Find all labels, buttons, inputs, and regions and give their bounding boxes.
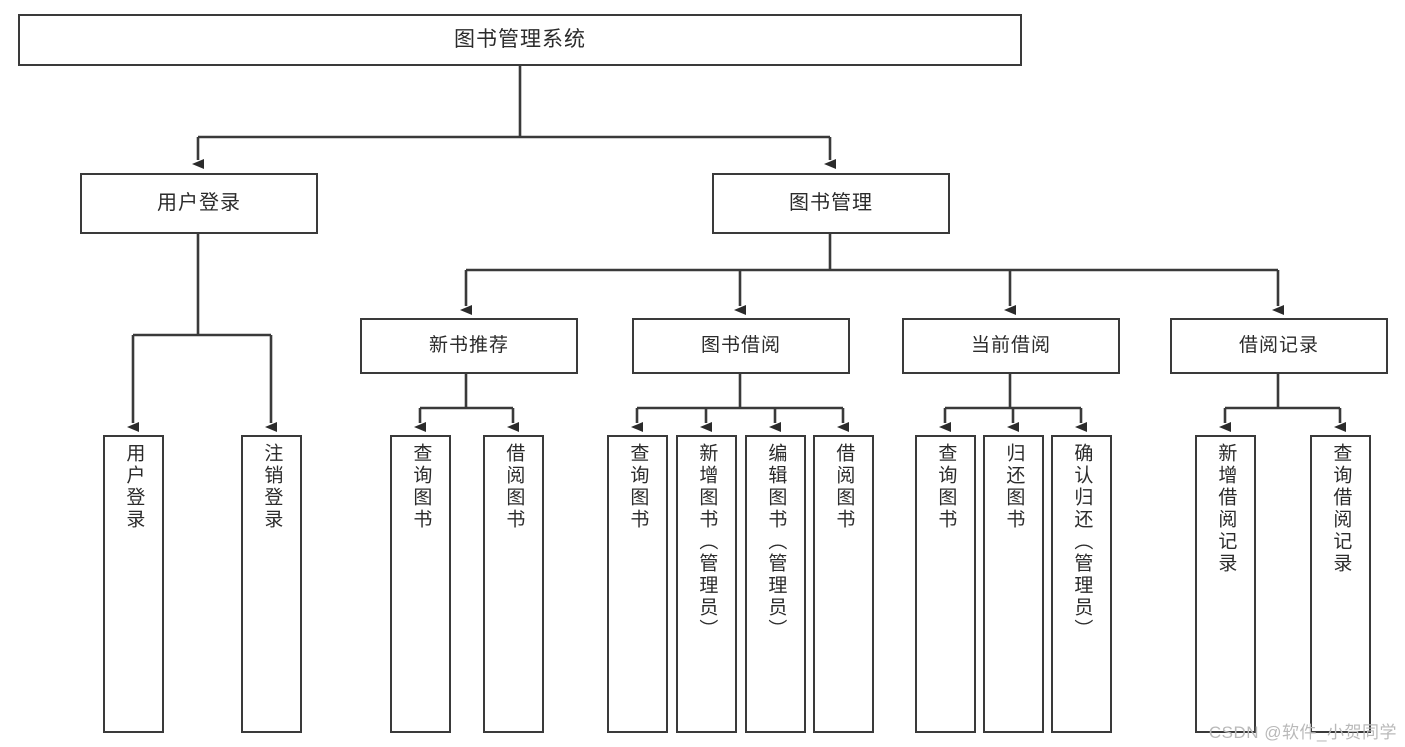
leaf-query-book-current-label: 查询图书 bbox=[935, 443, 957, 531]
node-book-management-label: 图书管理 bbox=[789, 192, 873, 214]
leaf-add-borrow-record[interactable]: 新增借阅记录 bbox=[1195, 435, 1256, 733]
leaf-add-book-admin-label: 新增图书（管理员） bbox=[696, 443, 718, 641]
node-new-book-recommend[interactable]: 新书推荐 bbox=[360, 318, 578, 374]
leaf-logout[interactable]: 注销登录 bbox=[241, 435, 302, 733]
leaf-query-book-borrow[interactable]: 查询图书 bbox=[607, 435, 668, 733]
node-user-login[interactable]: 用户登录 bbox=[80, 173, 318, 234]
leaf-query-borrow-record-label: 查询借阅记录 bbox=[1330, 443, 1352, 575]
leaf-query-book-recommend[interactable]: 查询图书 bbox=[390, 435, 451, 733]
leaf-query-book-recommend-label: 查询图书 bbox=[410, 443, 432, 531]
leaf-user-login[interactable]: 用户登录 bbox=[103, 435, 164, 733]
node-root[interactable]: 图书管理系统 bbox=[18, 14, 1022, 66]
node-borrow-record-label: 借阅记录 bbox=[1238, 335, 1319, 357]
leaf-query-book-borrow-label: 查询图书 bbox=[627, 443, 649, 531]
leaf-confirm-return-admin[interactable]: 确认归还（管理员） bbox=[1051, 435, 1112, 733]
node-current-borrow-label: 当前借阅 bbox=[970, 335, 1051, 357]
leaf-add-book-admin[interactable]: 新增图书（管理员） bbox=[676, 435, 737, 733]
node-new-book-recommend-label: 新书推荐 bbox=[428, 335, 509, 357]
leaf-logout-label: 注销登录 bbox=[261, 443, 283, 531]
node-book-management[interactable]: 图书管理 bbox=[712, 173, 950, 234]
node-user-login-label: 用户登录 bbox=[157, 192, 241, 214]
node-book-borrow[interactable]: 图书借阅 bbox=[632, 318, 850, 374]
watermark: CSDN @软件_小贺同学 bbox=[1208, 723, 1397, 742]
leaf-query-borrow-record[interactable]: 查询借阅记录 bbox=[1310, 435, 1371, 733]
node-root-label: 图书管理系统 bbox=[454, 27, 586, 51]
leaf-return-book[interactable]: 归还图书 bbox=[983, 435, 1044, 733]
leaf-edit-book-admin-label: 编辑图书（管理员） bbox=[765, 443, 787, 641]
leaf-add-borrow-record-label: 新增借阅记录 bbox=[1215, 443, 1237, 575]
leaf-borrow-book-recommend[interactable]: 借阅图书 bbox=[483, 435, 544, 733]
leaf-query-book-current[interactable]: 查询图书 bbox=[915, 435, 976, 733]
leaf-borrow-book-recommend-label: 借阅图书 bbox=[503, 443, 525, 531]
leaf-borrow-book-label: 借阅图书 bbox=[833, 443, 855, 531]
node-book-borrow-label: 图书借阅 bbox=[700, 335, 781, 357]
leaf-edit-book-admin[interactable]: 编辑图书（管理员） bbox=[745, 435, 806, 733]
node-current-borrow[interactable]: 当前借阅 bbox=[902, 318, 1120, 374]
leaf-borrow-book[interactable]: 借阅图书 bbox=[813, 435, 874, 733]
leaf-return-book-label: 归还图书 bbox=[1003, 443, 1025, 531]
leaf-confirm-return-admin-label: 确认归还（管理员） bbox=[1071, 443, 1093, 641]
leaf-user-login-label: 用户登录 bbox=[123, 443, 145, 531]
node-borrow-record[interactable]: 借阅记录 bbox=[1170, 318, 1388, 374]
